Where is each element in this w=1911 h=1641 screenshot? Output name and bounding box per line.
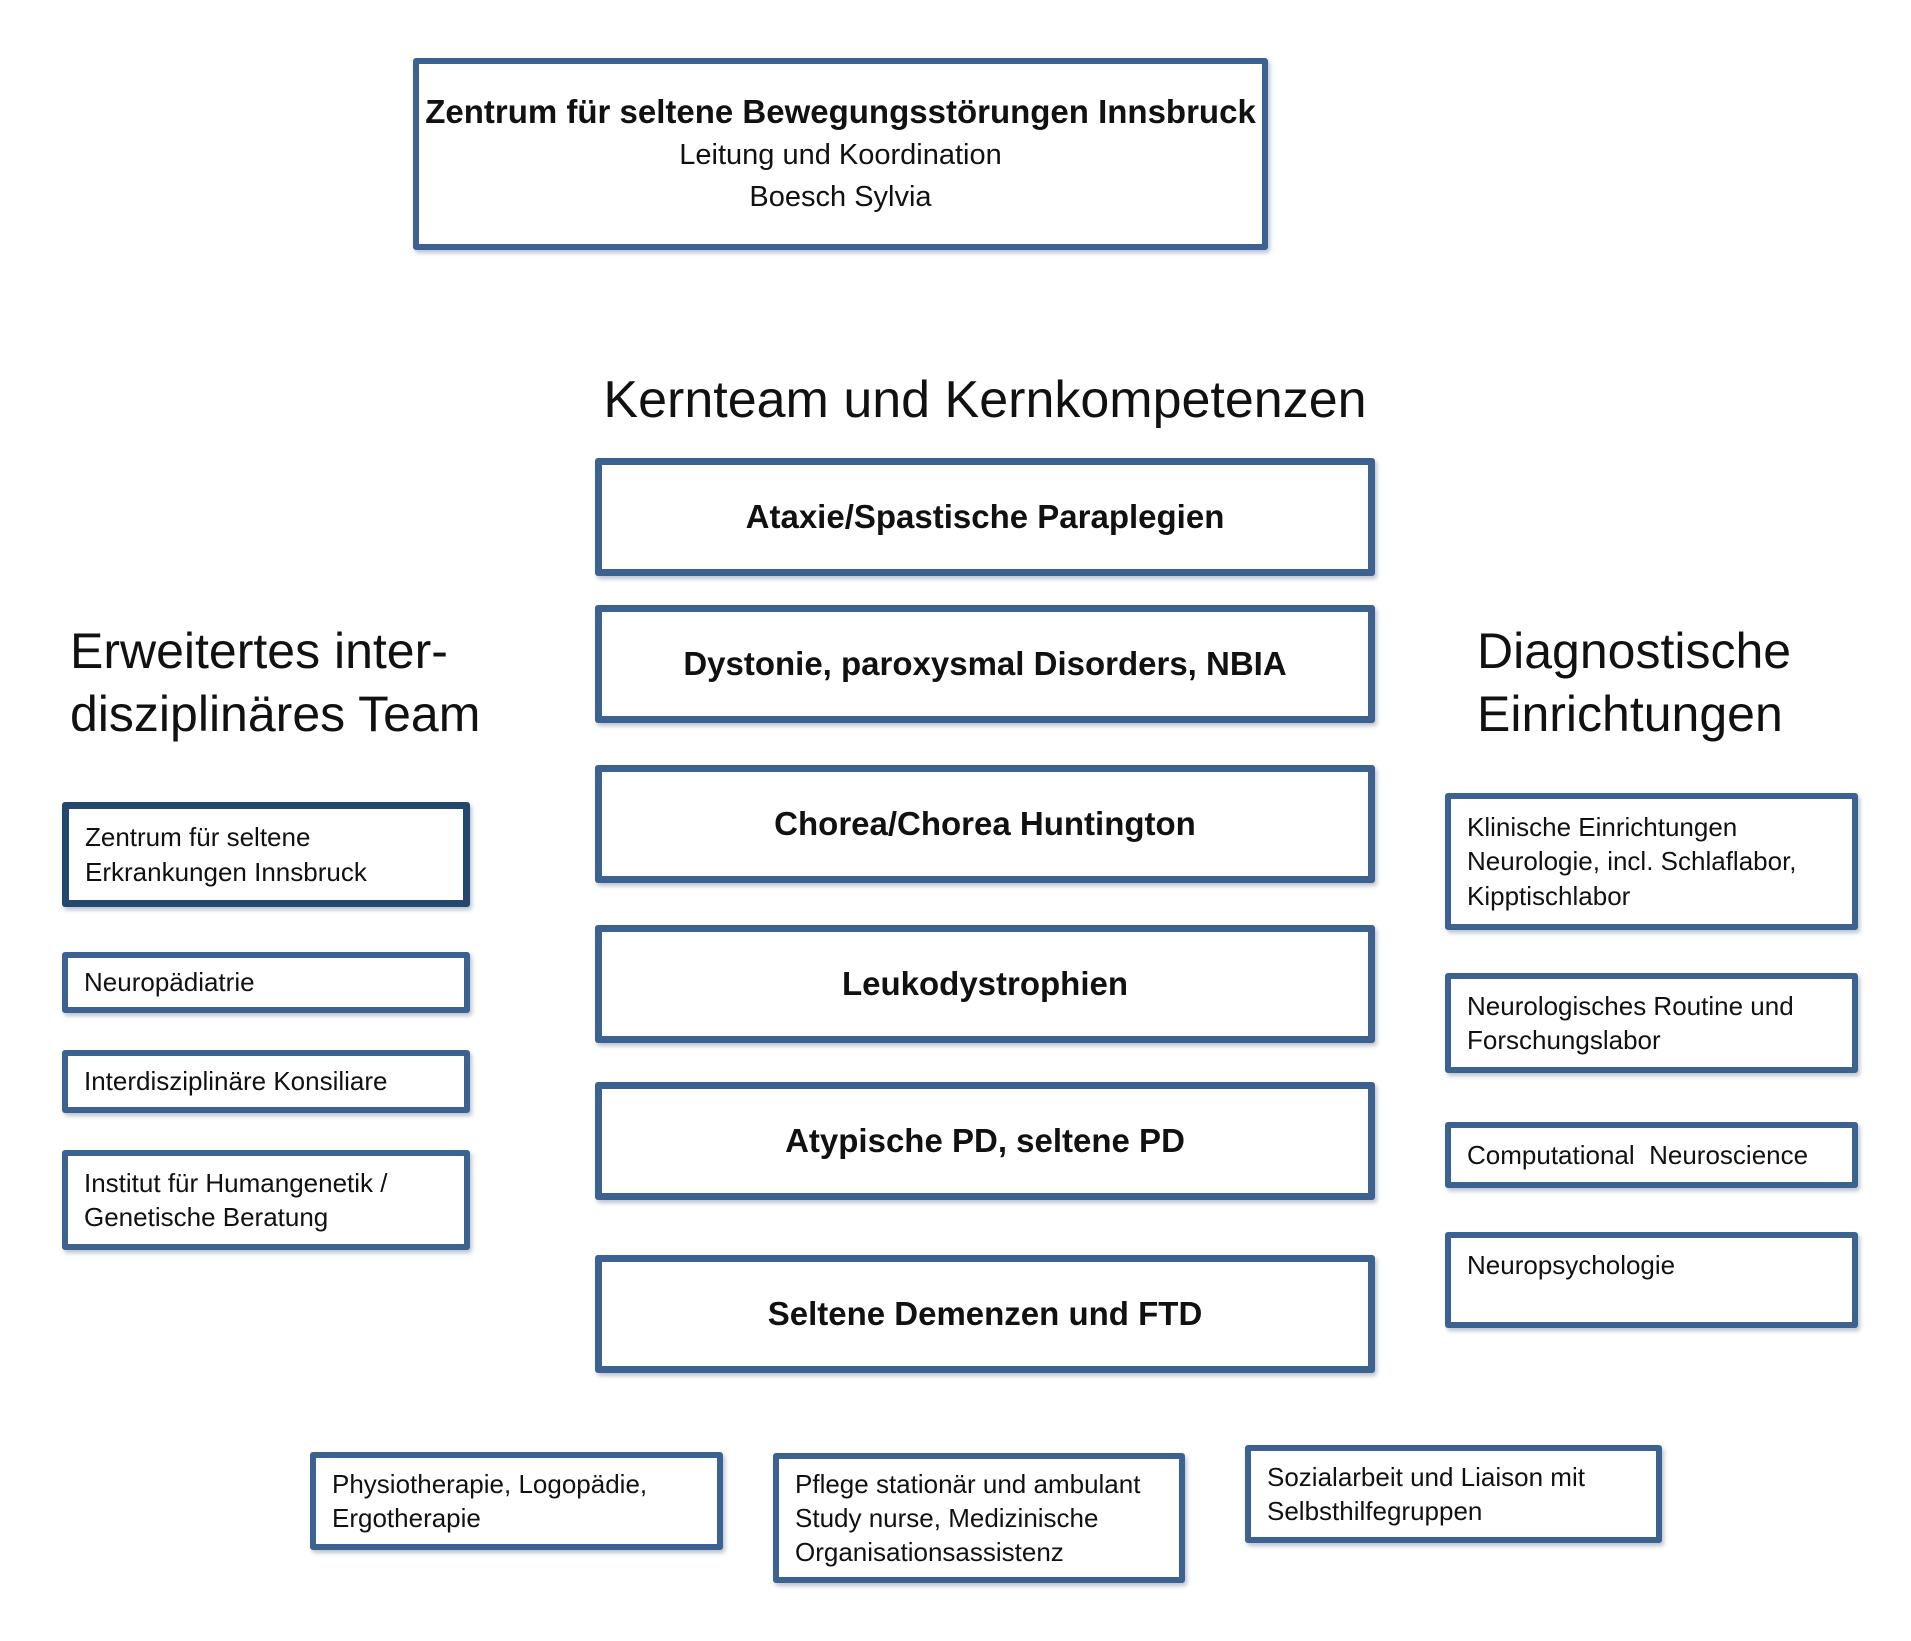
left-box-institut-humangenetik: Institut für Humangenetik / Genetische B… (62, 1150, 470, 1250)
right-box-computational-neuroscience: Computational Neuroscience (1445, 1122, 1858, 1188)
right-box-neuropsychologie: Neuropsychologie (1445, 1232, 1858, 1328)
bottom-box-sozialarbeit: Sozialarbeit und Liaison mit Selbsthilfe… (1245, 1445, 1662, 1543)
center-box-ataxie-spastische-paraplegien: Ataxie/Spastische Paraplegien (595, 458, 1375, 576)
right-heading: Diagnostische Einrichtungen (1477, 623, 1792, 742)
center-box-chorea-huntington: Chorea/Chorea Huntington (595, 765, 1375, 883)
header-box: Zentrum für seltene Bewegungsstörungen I… (413, 58, 1268, 250)
right-box-neurologisches-labor: Neurologisches Routine und Forschungslab… (1445, 973, 1858, 1073)
center-box-dystonie-paroxysmal-nbia: Dystonie, paroxysmal Disorders, NBIA (595, 605, 1375, 723)
left-box-neuropaediatrie: Neuropädiatrie (62, 952, 470, 1013)
center-box-label: Ataxie/Spastische Paraplegien (745, 498, 1225, 536)
right-box-label: Computational Neuroscience (1467, 1139, 1809, 1170)
header-title: Zentrum für seltene Bewegungsstörungen I… (425, 92, 1256, 130)
left-box-label: Institut für Humangenetik / Genetische B… (84, 1167, 388, 1232)
left-box-zentrum-seltene-erkrankungen: Zentrum für seltene Erkrankungen Innsbru… (62, 802, 470, 907)
right-box-klinische-einrichtungen: Klinische Einrichtungen Neurologie, incl… (1445, 793, 1858, 930)
center-box-atypische-pd: Atypische PD, seltene PD (595, 1082, 1375, 1200)
bottom-box-pflege: Pflege stationär und ambulant Study nurs… (773, 1453, 1185, 1583)
center-heading: Kernteam und Kernkompetenzen (603, 371, 1367, 429)
left-box-label: Neuropädiatrie (84, 967, 255, 998)
left-box-interdisziplinaere-konsiliare: Interdisziplinäre Konsiliare (62, 1050, 470, 1113)
center-box-label: Dystonie, paroxysmal Disorders, NBIA (683, 645, 1287, 683)
right-box-label: Klinische Einrichtungen Neurologie, incl… (1467, 812, 1797, 911)
left-box-label: Interdisziplinäre Konsiliare (84, 1066, 388, 1097)
right-box-label: Neurologisches Routine und Forschungslab… (1467, 990, 1794, 1055)
bottom-box-label: Pflege stationär und ambulant Study nurs… (795, 1468, 1141, 1568)
header-subtitle-role: Leitung und Koordination (679, 139, 1002, 172)
left-heading: Erweitertes inter- disziplinäres Team (70, 623, 481, 742)
center-box-seltene-demenzen-ftd: Seltene Demenzen und FTD (595, 1255, 1375, 1373)
center-box-leukodystrophien: Leukodystrophien (595, 925, 1375, 1043)
left-box-label: Zentrum für seltene Erkrankungen Innsbru… (85, 822, 367, 887)
bottom-box-physiotherapie: Physiotherapie, Logopädie, Ergotherapie (310, 1452, 723, 1550)
center-box-label: Chorea/Chorea Huntington (774, 805, 1196, 843)
center-box-label: Seltene Demenzen und FTD (767, 1295, 1203, 1333)
header-subtitle-name: Boesch Sylvia (749, 181, 932, 214)
center-box-label: Atypische PD, seltene PD (785, 1122, 1185, 1160)
center-box-label: Leukodystrophien (841, 965, 1129, 1003)
right-box-label: Neuropsychologie (1467, 1250, 1676, 1280)
bottom-box-label: Physiotherapie, Logopädie, Ergotherapie (332, 1468, 648, 1533)
bottom-box-label: Sozialarbeit und Liaison mit Selbsthilfe… (1267, 1461, 1585, 1526)
